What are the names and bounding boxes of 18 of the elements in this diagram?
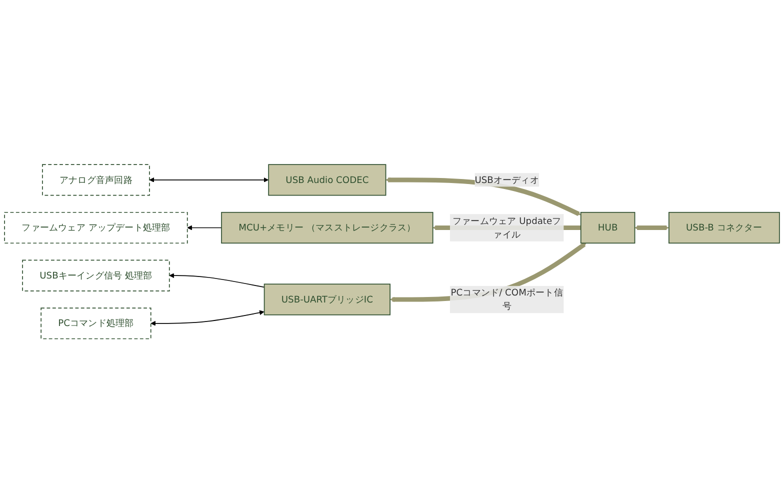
edge-label: USBオーディオ: [474, 174, 539, 186]
arrow: [149, 178, 269, 183]
node-box: MCU+メモリー （マスストレージクラス）: [221, 212, 434, 244]
node-box: USB-UARTブリッジIC: [264, 284, 390, 316]
edge-label: ファームウェア Updateファイル: [452, 216, 562, 240]
node-box: アナログ音声回路: [42, 164, 150, 196]
node-box: ファームウェア アップデート処理部: [4, 212, 188, 244]
node-box: USB Audio CODEC: [268, 164, 386, 196]
arrow: [150, 310, 264, 326]
edge-label: PCコマンド/ COMポート信号: [450, 287, 563, 312]
arrow: [187, 226, 222, 231]
arrow: [169, 273, 265, 288]
arrow: [386, 178, 581, 216]
arrow: [634, 226, 669, 231]
node-box: USB-B コネクター: [668, 212, 780, 244]
node-box: HUB: [580, 212, 636, 244]
node-box: USBキーイング信号 処理部: [22, 260, 170, 292]
node-box: PCコマンド処理部: [40, 308, 152, 340]
